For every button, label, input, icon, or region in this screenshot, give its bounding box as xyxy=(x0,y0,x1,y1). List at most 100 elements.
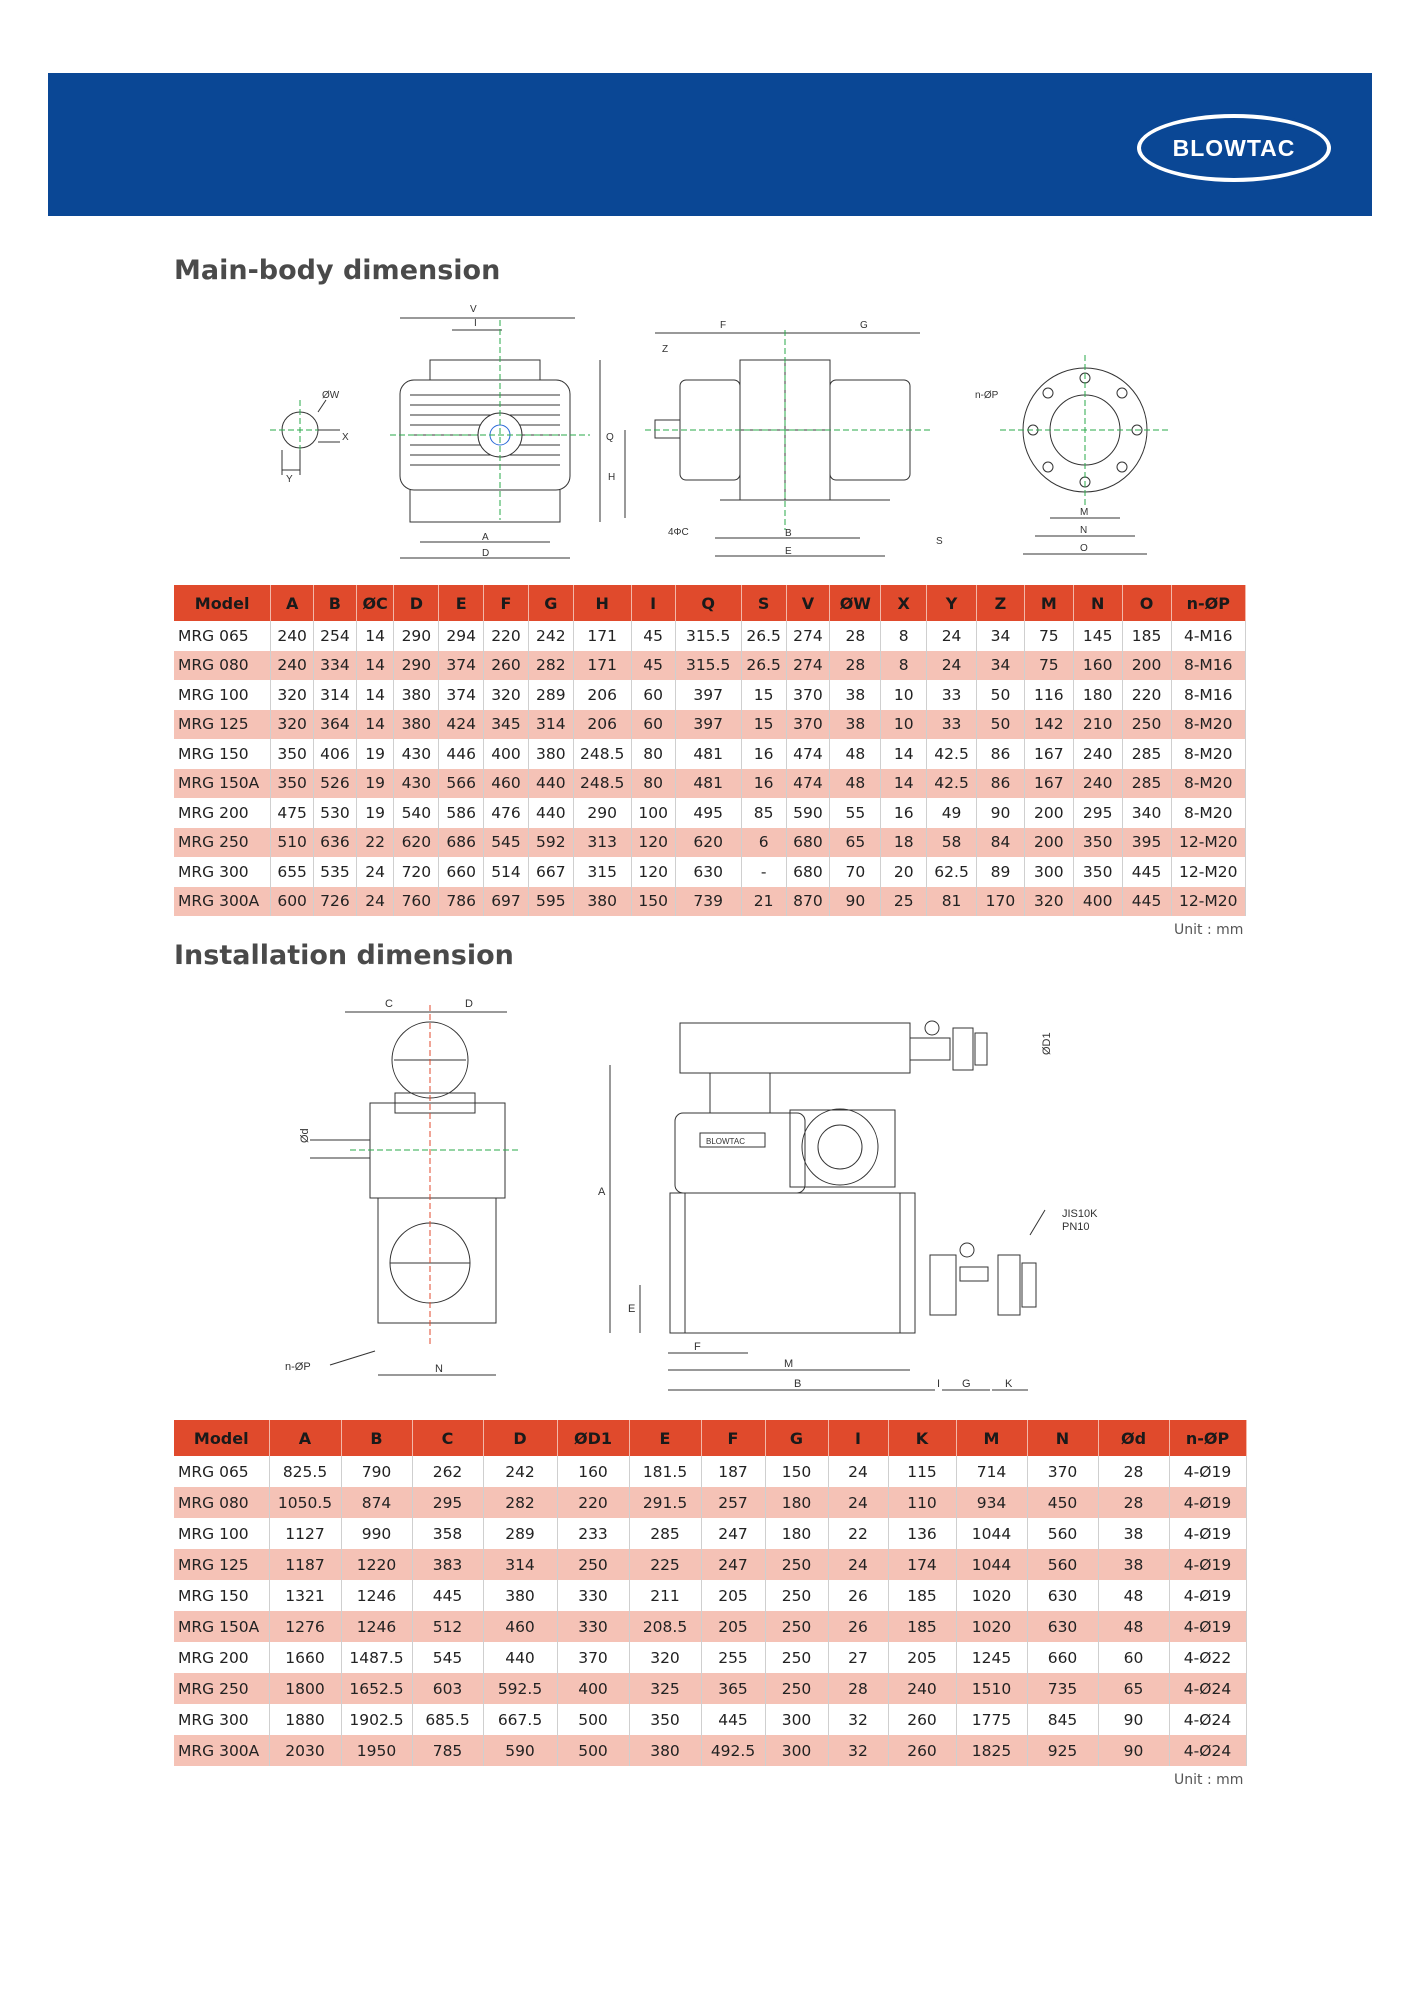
value-cell: 295 xyxy=(1073,798,1123,828)
value-cell: 75 xyxy=(1024,621,1074,651)
column-header: I xyxy=(631,585,676,621)
column-header: O xyxy=(1122,585,1172,621)
inst-label-d1: ØD1 xyxy=(1041,1032,1053,1055)
value-cell: 395 xyxy=(1122,827,1172,857)
value-cell: 240 xyxy=(1073,739,1123,769)
value-cell: 300 xyxy=(765,1735,829,1766)
value-cell: 934 xyxy=(956,1487,1028,1518)
value-cell: 870 xyxy=(786,886,831,916)
value-cell: 185 xyxy=(888,1580,957,1611)
value-cell: 28 xyxy=(829,621,882,651)
value-cell: 86 xyxy=(976,739,1025,769)
value-cell: 26.5 xyxy=(741,650,787,680)
value-cell: 400 xyxy=(557,1673,630,1704)
value-cell: 592.5 xyxy=(483,1673,558,1704)
value-cell: 397 xyxy=(675,709,742,739)
value-cell: 4-Ø19 xyxy=(1169,1580,1247,1611)
value-cell: 295 xyxy=(412,1487,484,1518)
dim-label-i: I xyxy=(474,318,477,329)
value-cell: 210 xyxy=(1073,709,1123,739)
inst-label-jis: JIS10K xyxy=(1062,1208,1098,1220)
value-cell: 42.5 xyxy=(926,768,978,798)
value-cell: 474 xyxy=(786,768,831,798)
value-cell: 240 xyxy=(270,621,315,651)
value-cell: 110 xyxy=(888,1487,957,1518)
value-cell: 8-M16 xyxy=(1171,650,1246,680)
value-cell: 208.5 xyxy=(629,1611,702,1642)
value-cell: 58 xyxy=(926,827,978,857)
column-header: n-ØP xyxy=(1171,585,1246,621)
value-cell: 685.5 xyxy=(412,1704,484,1735)
value-cell: 320 xyxy=(270,709,315,739)
dim-label-b: B xyxy=(785,528,792,539)
model-cell: MRG 150 xyxy=(174,1580,270,1611)
value-cell: 1800 xyxy=(269,1673,342,1704)
value-cell: 75 xyxy=(1024,650,1074,680)
value-cell: 19 xyxy=(356,768,395,798)
value-cell: 205 xyxy=(888,1642,957,1673)
value-cell: 660 xyxy=(438,857,485,887)
model-cell: MRG 065 xyxy=(174,621,272,651)
value-cell: 8-M20 xyxy=(1171,709,1246,739)
value-cell: 460 xyxy=(483,1611,558,1642)
column-header: H xyxy=(573,585,632,621)
value-cell: 60 xyxy=(631,709,676,739)
value-cell: 12-M20 xyxy=(1171,827,1246,857)
model-cell: MRG 080 xyxy=(174,650,272,680)
dim-label-x: X xyxy=(342,432,349,443)
value-cell: 320 xyxy=(483,680,529,710)
value-cell: 313 xyxy=(573,827,632,857)
column-header: E xyxy=(438,585,485,621)
value-cell: 680 xyxy=(786,827,831,857)
value-cell: 636 xyxy=(313,827,357,857)
value-cell: 150 xyxy=(631,886,676,916)
value-cell: 24 xyxy=(926,650,978,680)
value-cell: 440 xyxy=(528,768,574,798)
value-cell: 760 xyxy=(393,886,440,916)
column-header: S xyxy=(741,585,787,621)
value-cell: 1044 xyxy=(956,1518,1028,1549)
value-cell: 180 xyxy=(765,1487,829,1518)
value-cell: 370 xyxy=(557,1642,630,1673)
value-cell: 526 xyxy=(313,768,357,798)
value-cell: 314 xyxy=(528,709,574,739)
value-cell: 545 xyxy=(483,827,529,857)
value-cell: 185 xyxy=(1122,621,1172,651)
model-cell: MRG 300 xyxy=(174,857,272,887)
value-cell: 250 xyxy=(765,1673,829,1704)
value-cell: 500 xyxy=(557,1704,630,1735)
value-cell: 590 xyxy=(483,1735,558,1766)
value-cell: 630 xyxy=(1027,1611,1099,1642)
value-cell: 22 xyxy=(828,1518,889,1549)
installation-drawing: C D Ød n-ØP N ØD1 BLOWTAC xyxy=(285,998,1098,1391)
value-cell: 247 xyxy=(701,1549,766,1580)
value-cell: 289 xyxy=(528,680,574,710)
dim-label-y: Y xyxy=(286,474,293,485)
column-header: Y xyxy=(926,585,978,621)
value-cell: 50 xyxy=(976,680,1025,710)
value-cell: 334 xyxy=(313,650,357,680)
value-cell: 314 xyxy=(483,1549,558,1580)
column-header: D xyxy=(393,585,440,621)
value-cell: 100 xyxy=(631,798,676,828)
value-cell: 1050.5 xyxy=(269,1487,342,1518)
value-cell: 370 xyxy=(1027,1456,1099,1487)
value-cell: 380 xyxy=(483,1580,558,1611)
value-cell: 790 xyxy=(341,1456,413,1487)
value-cell: 24 xyxy=(828,1456,889,1487)
dim-label-e: E xyxy=(785,546,792,557)
value-cell: 380 xyxy=(393,680,440,710)
column-header: B xyxy=(313,585,357,621)
value-cell: 260 xyxy=(888,1735,957,1766)
column-header: n-ØP xyxy=(1169,1420,1247,1456)
value-cell: 1220 xyxy=(341,1549,413,1580)
value-cell: 248.5 xyxy=(573,739,632,769)
value-cell: 250 xyxy=(765,1549,829,1580)
value-cell: 1510 xyxy=(956,1673,1028,1704)
value-cell: 171 xyxy=(573,621,632,651)
value-cell: 735 xyxy=(1027,1673,1099,1704)
